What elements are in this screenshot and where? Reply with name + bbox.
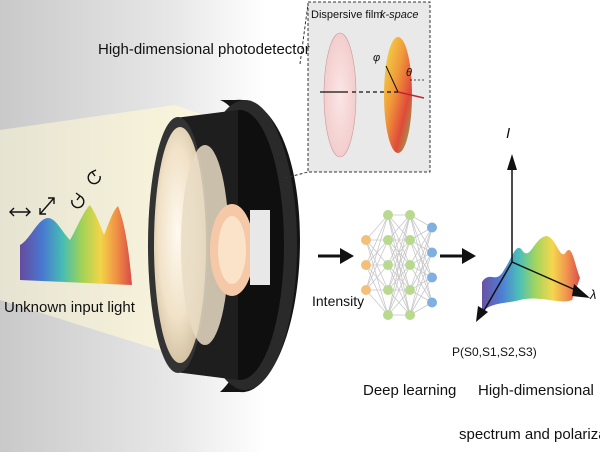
nn-edge — [409, 227, 433, 316]
nn-edge — [387, 264, 411, 316]
output-label-line1: High-dimensional — [478, 382, 594, 399]
nn-node — [383, 235, 393, 245]
nn-edge — [387, 214, 411, 291]
nn-edge — [365, 289, 389, 316]
nn-node — [405, 210, 415, 220]
nn-node — [361, 235, 371, 245]
nn-node — [405, 310, 415, 320]
nn-edge — [365, 239, 389, 291]
flow-arrow-1 — [318, 248, 354, 264]
nn-node — [427, 272, 437, 283]
nn-edge — [365, 214, 389, 266]
nn-edge — [387, 289, 411, 316]
nn-node — [405, 235, 415, 245]
nn-node — [361, 285, 371, 295]
nn-node — [383, 310, 393, 320]
nn-node — [427, 222, 437, 233]
phi-angle-label: φ — [373, 52, 381, 64]
nn-edge — [365, 214, 389, 291]
photodetector-device — [148, 99, 300, 393]
nn-node — [405, 285, 415, 295]
input-light-label: Unknown input light — [4, 299, 135, 316]
photodetector-title: High-dimensional photodetector — [98, 41, 310, 58]
neural-network — [361, 210, 437, 320]
nn-edge — [409, 252, 433, 316]
dispersive-film-disk — [323, 32, 357, 158]
nn-edge — [387, 214, 411, 316]
k-space-label: k-space — [380, 9, 419, 21]
output-plot — [476, 154, 590, 322]
nn-node — [427, 297, 437, 308]
flow-arrow-2 — [440, 248, 476, 264]
nn-node — [383, 210, 393, 220]
nn-edge — [409, 227, 433, 266]
nn-node — [383, 260, 393, 270]
inset-panel — [284, 1, 431, 179]
nn-node — [361, 260, 371, 270]
intensity-axis-label: I — [506, 125, 511, 142]
polarization-axis-label: P(S0,S1,S2,S3) — [452, 345, 537, 359]
nn-node — [405, 260, 415, 270]
input-spectrum — [20, 205, 132, 285]
nn-edge — [409, 277, 433, 316]
nn-edge — [409, 227, 433, 291]
k-space-disk — [384, 37, 412, 153]
nn-node — [427, 247, 437, 258]
output-spectrum-surface — [482, 236, 580, 312]
wavelength-axis-label: λ — [590, 287, 597, 302]
nn-edge — [387, 214, 411, 266]
nn-edge — [365, 264, 389, 291]
nn-edge — [387, 214, 411, 241]
intensity-label: Intensity — [312, 293, 365, 309]
nn-node — [383, 285, 393, 295]
theta-angle-label: θ — [406, 67, 412, 79]
nn-edge — [387, 239, 411, 316]
polarization-icons — [9, 169, 101, 217]
deep-learning-label: Deep learning — [363, 382, 457, 399]
nn-edge — [365, 214, 389, 241]
output-label-line2: spectrum and polarization — [459, 426, 600, 443]
dispersive-film-label: Dispersive film — [311, 9, 383, 21]
